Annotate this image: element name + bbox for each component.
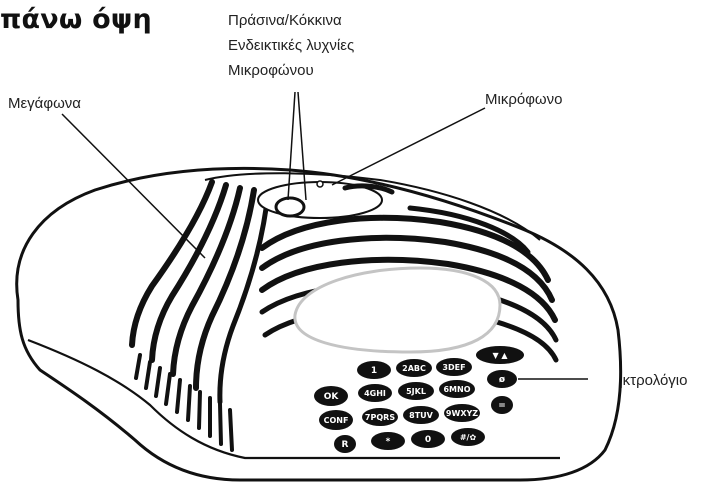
key-ok-label: OK (324, 392, 340, 402)
key-star[interactable]: * (371, 432, 405, 450)
key-2[interactable]: 2ABC (396, 359, 432, 377)
key-6-label: 6MNO (443, 385, 470, 394)
key-r-label: R (342, 440, 349, 450)
key-2-label: 2ABC (402, 364, 426, 373)
key-9[interactable]: 9WXYZ (444, 404, 480, 422)
key-7[interactable]: 7PQRS (362, 408, 398, 426)
key-5[interactable]: 5JKL (398, 382, 434, 400)
key-5-label: 5JKL (406, 387, 426, 396)
key-nav-label: ▼ ▲ (492, 351, 508, 360)
key-1[interactable]: 1 (357, 361, 391, 379)
key-4-label: 4GHI (364, 389, 386, 398)
key-conf[interactable]: CONF (319, 410, 353, 430)
key-6[interactable]: 6MNO (439, 380, 475, 398)
key-0[interactable]: 0 (411, 430, 445, 448)
key-r[interactable]: R (334, 435, 356, 453)
key-nav[interactable]: ▼ ▲ (476, 346, 524, 364)
key-3[interactable]: 3DEF (436, 358, 472, 376)
key-mute-label: ø (499, 375, 505, 385)
key-1-label: 1 (371, 366, 377, 376)
key-3-label: 3DEF (442, 363, 465, 372)
key-ok[interactable]: OK (314, 386, 348, 406)
key-vol[interactable]: = (491, 396, 513, 414)
key-star-label: * (386, 437, 391, 447)
key-mute[interactable]: ø (487, 370, 517, 388)
key-0-label: 0 (425, 435, 431, 445)
key-hash-label: #/✿ (460, 433, 477, 442)
key-8-label: 8TUV (409, 411, 434, 420)
key-4[interactable]: 4GHI (358, 384, 392, 402)
key-conf-label: CONF (324, 416, 349, 425)
key-9-label: 9WXYZ (446, 409, 478, 418)
key-8[interactable]: 8TUV (403, 406, 439, 424)
led-indicator (276, 198, 304, 216)
key-7-label: 7PQRS (365, 413, 395, 422)
key-hash[interactable]: #/✿ (451, 428, 485, 446)
microphone-hole (317, 181, 323, 187)
key-vol-label: = (498, 401, 506, 411)
